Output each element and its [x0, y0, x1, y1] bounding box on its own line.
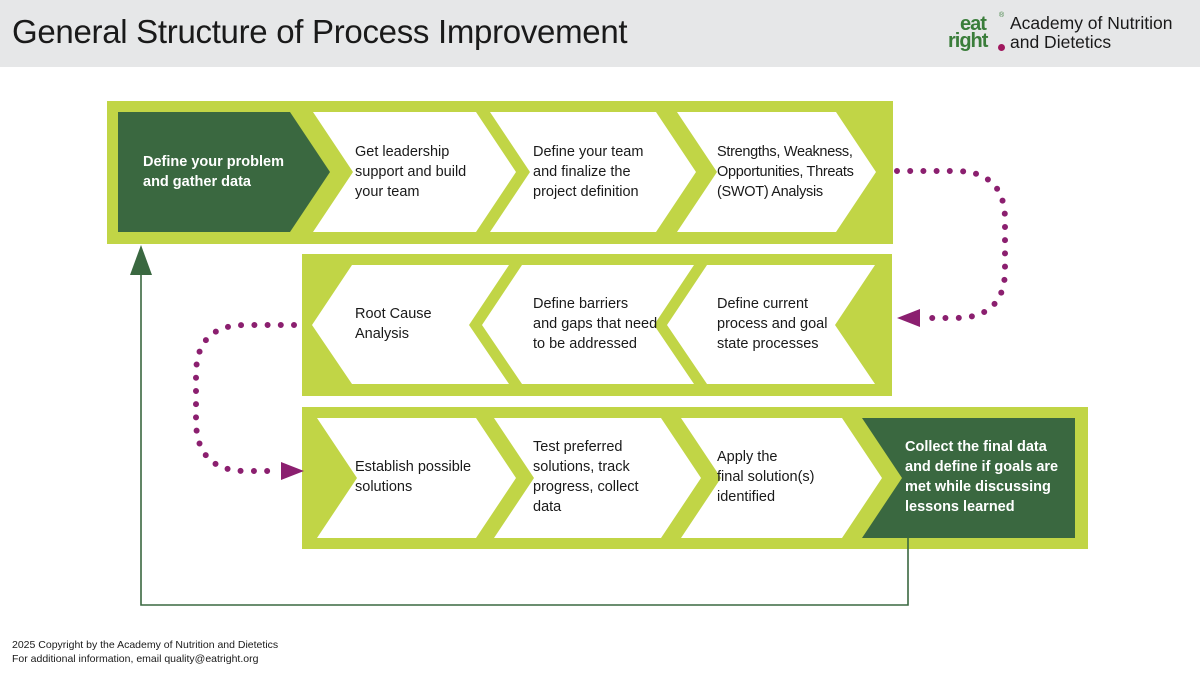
step-leadership-support: Get leadership support and build your te… [355, 144, 467, 200]
step-shape-1-3 [490, 112, 696, 232]
page-title: General Structure of Process Improvement [12, 13, 628, 50]
arrow-right-icon [281, 462, 304, 480]
logo-dot-icon [998, 44, 1005, 51]
step-define-current-process: Define current process and goal state pr… [717, 296, 828, 352]
logo-org-name: Academy of Nutrition and Dietetics [1010, 14, 1172, 52]
step-shape-3-4 [862, 418, 1075, 538]
step-shape-2-1 [312, 265, 509, 384]
footer: 2025 Copyright by the Academy of Nutriti… [12, 638, 278, 666]
registered-mark: ® [999, 12, 1005, 19]
step-establish-solutions: Establish possible solutions [355, 459, 472, 495]
dotted-connector-row1-to-row2 [894, 168, 1008, 321]
step-shape-3-1 [317, 418, 516, 538]
step-shape-1-4 [677, 112, 876, 232]
feedback-arrow-up-icon [130, 245, 152, 275]
step-test-solutions: Test preferred solutions, track progress… [533, 439, 639, 515]
step-swot-analysis: Strengths, Weakness, Opportunities, Thre… [717, 144, 854, 200]
arrow-left-icon [897, 309, 920, 327]
step-collect-final-data: Collect the final data and define if goa… [905, 439, 1059, 515]
step-shape-1-1 [118, 112, 330, 232]
academy-logo: eat ® right Academy of Nutrition and Die… [946, 10, 1196, 60]
step-define-barriers: Define barriers and gaps that need to be… [533, 296, 658, 352]
contact-text: For additional information, email qualit… [12, 653, 259, 665]
step-shape-2-2 [482, 265, 694, 384]
step-define-team: Define your team and finalize the projec… [533, 144, 644, 200]
logo-org-line2: and Dietetics [1010, 32, 1112, 52]
step-shape-3-3 [681, 418, 882, 538]
logo-org-line1: Academy of Nutrition [1010, 13, 1173, 33]
feedback-loop-line [140, 270, 909, 606]
step-shape-1-2 [313, 112, 516, 232]
step-shape-2-3 [667, 265, 875, 384]
step-define-problem: Define your problem and gather data [143, 154, 284, 190]
step-root-cause: Root Cause Analysis [355, 306, 432, 342]
logo-mark-eat: eat [960, 13, 987, 35]
header-bar: General Structure of Process Improvement… [0, 0, 1200, 67]
copyright-text: 2025 Copyright by the Academy of Nutriti… [12, 639, 279, 651]
step-apply-solution: Apply the final solution(s) identified [717, 449, 815, 505]
step-shape-3-2 [494, 418, 701, 538]
logo-mark-right: right [948, 30, 988, 52]
dotted-connector-row2-to-row3 [193, 322, 297, 474]
